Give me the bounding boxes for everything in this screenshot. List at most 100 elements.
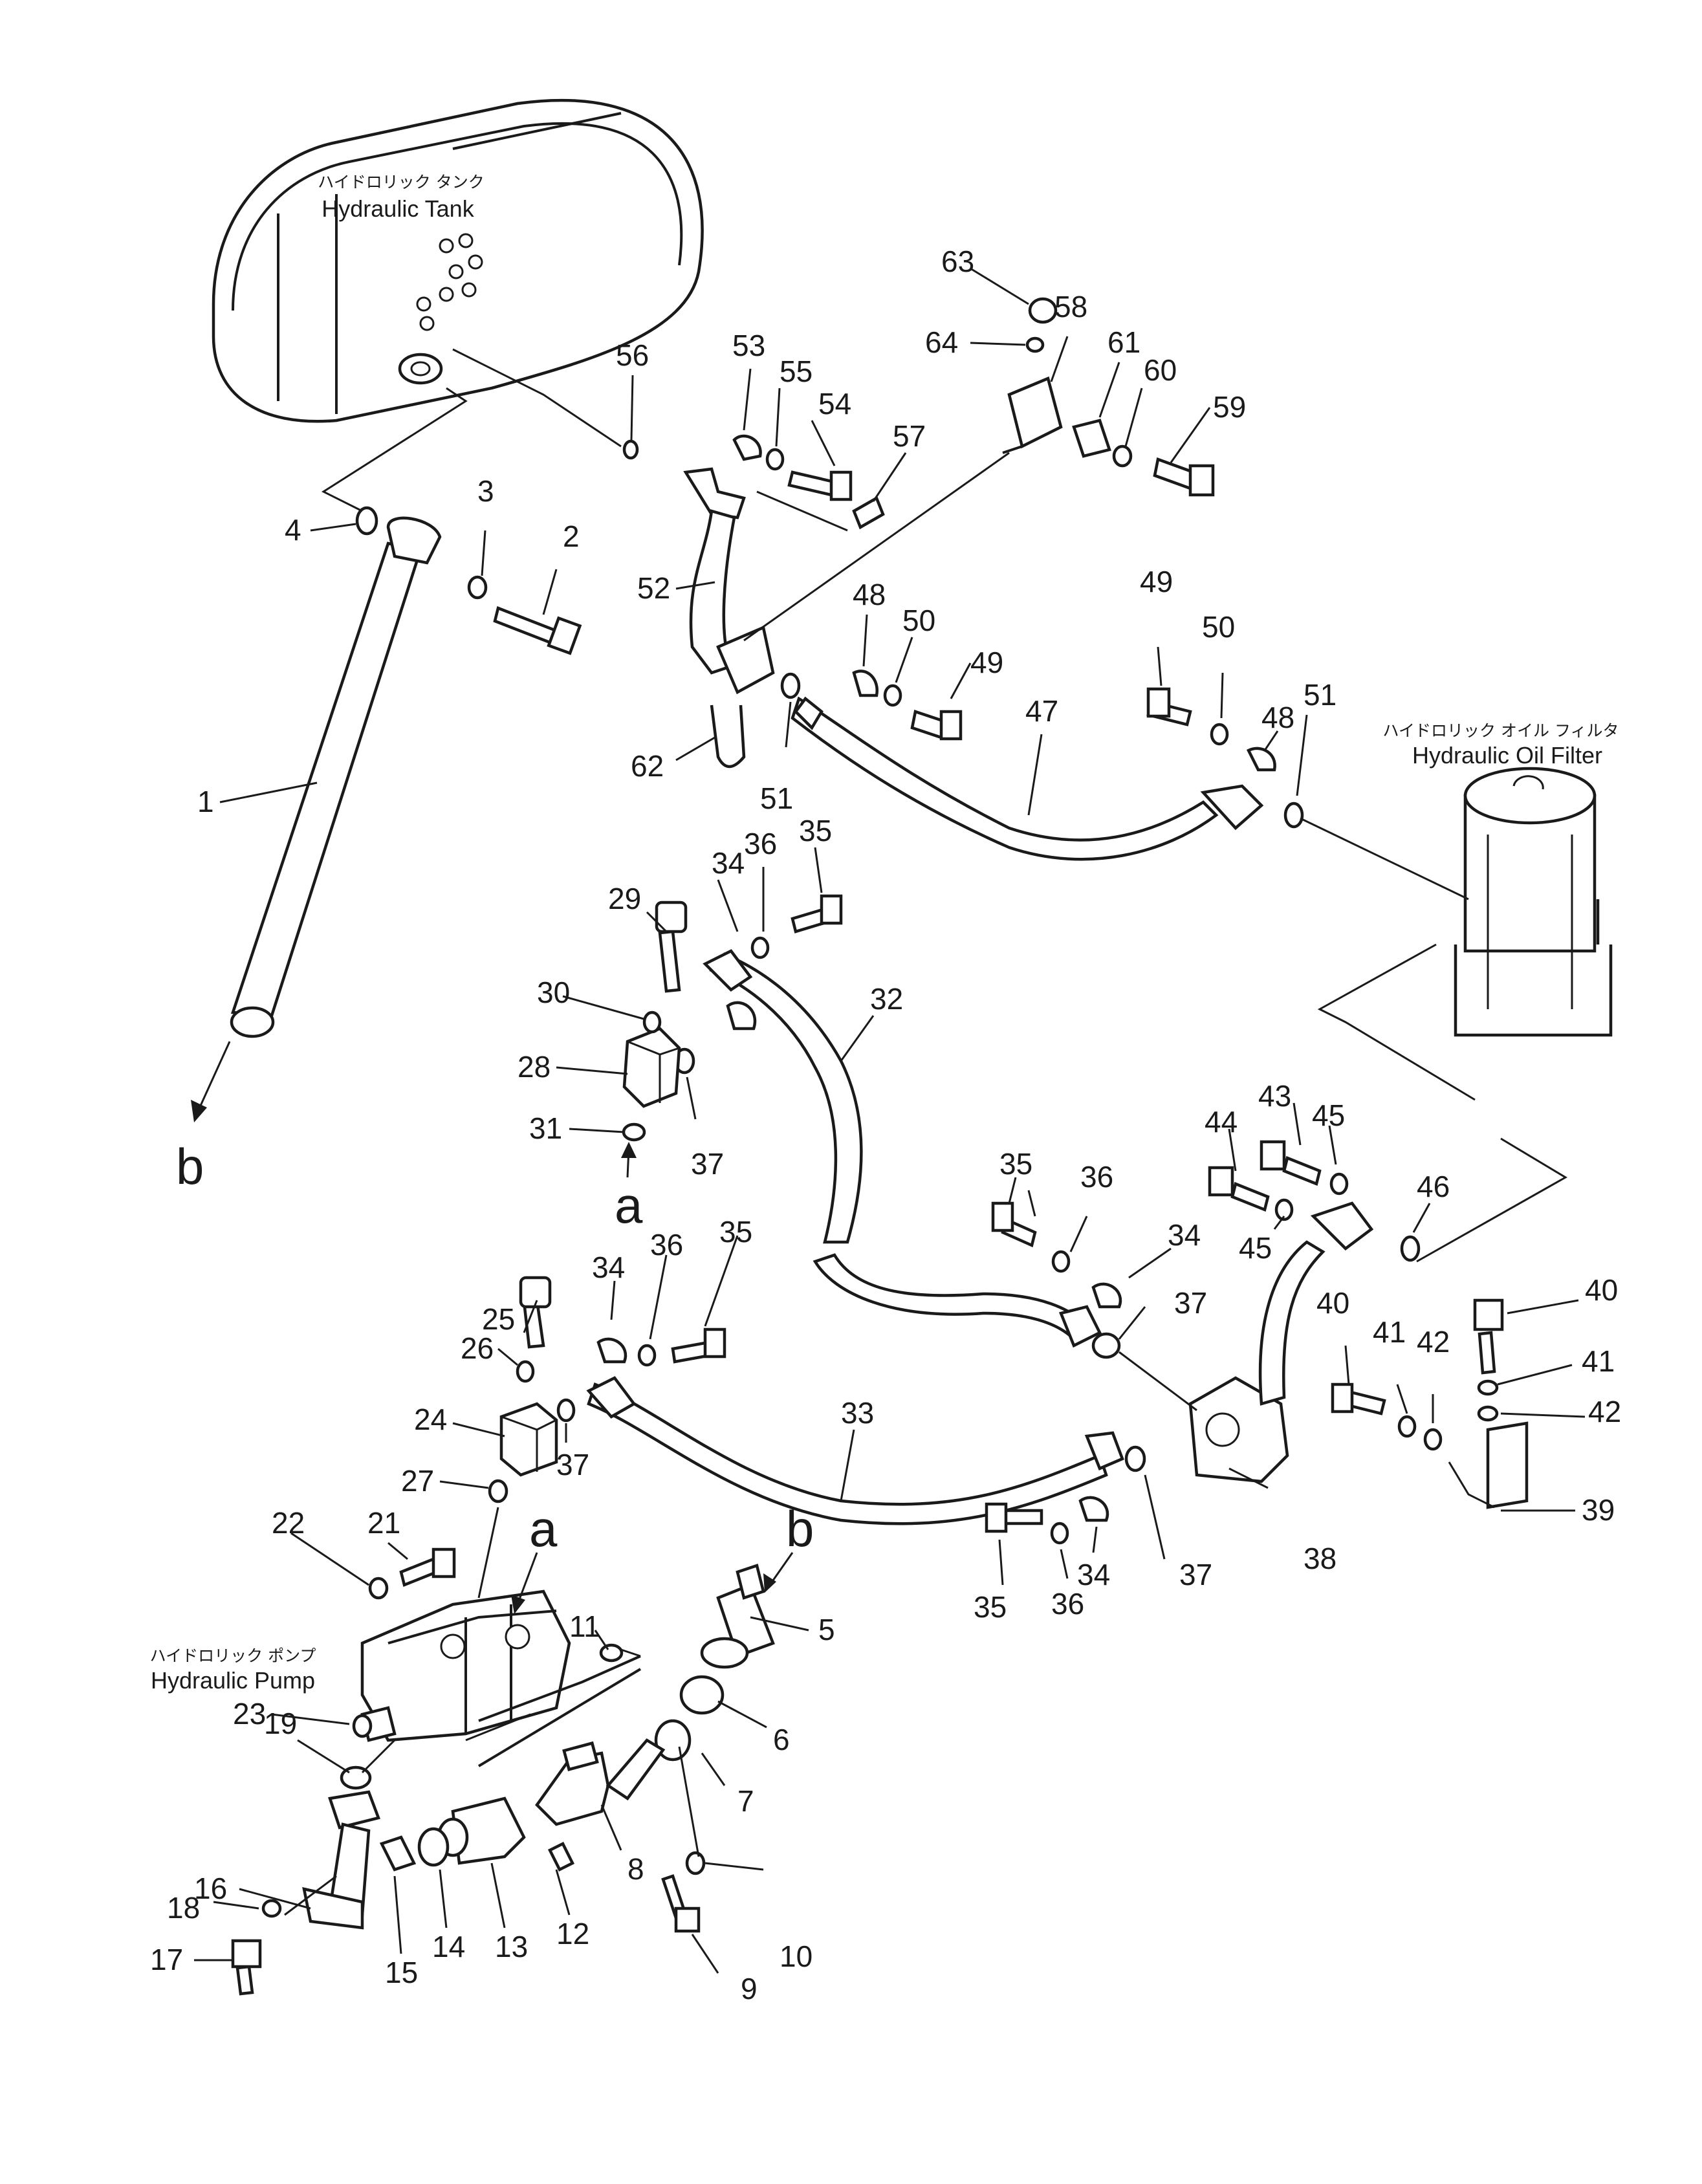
part-label-41-a: 41 [1582, 1344, 1615, 1378]
part-label-48-a: 48 [853, 578, 886, 611]
part-label-9: 9 [741, 1972, 758, 2005]
assembly-lines [284, 348, 1567, 1916]
part-label-42-a: 42 [1588, 1395, 1621, 1428]
part-label-55: 55 [780, 355, 813, 388]
part-label-32: 32 [870, 982, 903, 1016]
part-label-36-d: 36 [1051, 1587, 1084, 1621]
part-label-37-b: 37 [1174, 1286, 1207, 1320]
part-number-labels: 1 2 3 4 5 6 7 8 9 10 11 12 13 14 15 16 1… [150, 245, 1621, 2005]
part-label-16: 16 [194, 1872, 227, 1905]
part-label-40-b: 40 [1316, 1286, 1349, 1320]
part-label-38: 38 [1304, 1542, 1337, 1575]
part-label-33: 33 [841, 1396, 874, 1430]
part-label-35-d: 35 [974, 1590, 1007, 1624]
part-label-26: 26 [461, 1331, 494, 1365]
part-label-35-c: 35 [719, 1215, 752, 1249]
part-label-25: 25 [482, 1302, 515, 1336]
part-label-8: 8 [627, 1852, 644, 1886]
part-label-61: 61 [1107, 325, 1140, 359]
parts [230, 297, 1529, 1996]
connection-markers: b a a b [176, 1041, 814, 1614]
pump-label-en: Hydraulic Pump [151, 1667, 315, 1694]
tank-label-en: Hydraulic Tank [322, 195, 474, 222]
part-label-41-b: 41 [1373, 1315, 1406, 1349]
connection-letter-a-upper: a [615, 1177, 643, 1234]
hydraulic-tank: ハイドロリック タンク Hydraulic Tank [212, 98, 704, 423]
part-label-59: 59 [1213, 390, 1246, 424]
part-label-34-b: 34 [1168, 1218, 1201, 1252]
part-label-4: 4 [285, 513, 301, 547]
part-label-21: 21 [367, 1506, 400, 1540]
connection-letter-a-pump: a [529, 1500, 558, 1557]
part-label-34-d: 34 [1077, 1558, 1110, 1591]
connection-letter-b-tank: b [176, 1138, 204, 1195]
part-label-14: 14 [432, 1930, 465, 1963]
part-label-12: 12 [556, 1917, 589, 1950]
part-label-44: 44 [1205, 1105, 1238, 1139]
part-label-49-b: 49 [970, 646, 1003, 679]
part-label-36-a: 36 [744, 827, 777, 860]
part-label-24: 24 [414, 1403, 447, 1436]
part-label-35-b: 35 [999, 1147, 1032, 1181]
part-label-43: 43 [1258, 1079, 1291, 1113]
part-label-11: 11 [569, 1610, 600, 1643]
part-label-45-a: 45 [1312, 1098, 1345, 1132]
part-label-47: 47 [1025, 694, 1058, 728]
part-label-48-b: 48 [1261, 701, 1294, 734]
part-label-54: 54 [818, 387, 851, 420]
part-label-49-a: 49 [1140, 565, 1173, 598]
part-label-50-b: 50 [1202, 610, 1235, 644]
part-label-10: 10 [780, 1939, 813, 1973]
part-label-53: 53 [732, 329, 765, 362]
part-label-63: 63 [941, 245, 974, 278]
part-label-3: 3 [477, 474, 494, 508]
part-label-37-d: 37 [1179, 1558, 1212, 1591]
part-label-1: 1 [197, 785, 214, 818]
part-label-15: 15 [385, 1956, 418, 1989]
part-label-23: 23 [233, 1697, 266, 1731]
part-label-39: 39 [1582, 1493, 1615, 1527]
part-label-57: 57 [893, 419, 926, 453]
hydraulic-oil-filter: ハイドロリック オイル フィルタ Hydraulic Oil Filter [1383, 721, 1619, 1037]
part-label-60: 60 [1144, 353, 1177, 387]
part-label-35-a: 35 [799, 814, 832, 847]
part-label-51-a: 51 [760, 781, 793, 815]
part-label-51-b: 51 [1304, 678, 1337, 712]
part-label-6: 6 [773, 1723, 790, 1756]
part-label-34-a: 34 [712, 846, 745, 880]
part-label-64: 64 [925, 325, 958, 359]
part-label-27: 27 [401, 1464, 434, 1498]
tank-port-holes [416, 233, 483, 331]
part-label-46: 46 [1417, 1170, 1450, 1203]
part-label-18: 18 [167, 1891, 200, 1925]
part-label-29: 29 [608, 882, 641, 915]
part-label-56: 56 [616, 338, 649, 372]
part-label-2: 2 [563, 519, 580, 553]
part-label-19: 19 [264, 1707, 297, 1740]
part-label-45-b: 45 [1239, 1231, 1272, 1265]
part-label-34-c: 34 [592, 1250, 625, 1284]
part-label-50-a: 50 [902, 604, 935, 637]
part-label-58: 58 [1054, 290, 1087, 323]
part-label-7: 7 [737, 1784, 754, 1818]
part-label-30: 30 [537, 976, 570, 1009]
part-label-22: 22 [272, 1506, 305, 1540]
filter-label-en: Hydraulic Oil Filter [1412, 742, 1602, 769]
part-label-17: 17 [150, 1943, 183, 1976]
hydraulic-pump: ハイドロリック ポンプ Hydraulic Pump [150, 1589, 642, 1767]
part-label-37-a: 37 [691, 1147, 724, 1181]
part-label-52: 52 [637, 571, 670, 605]
part-label-40-a: 40 [1585, 1273, 1618, 1307]
part-label-42-b: 42 [1417, 1325, 1450, 1359]
part-label-13: 13 [495, 1930, 528, 1963]
connection-letter-b-pump: b [786, 1500, 814, 1557]
filter-label-jp: ハイドロリック オイル フィルタ [1383, 721, 1619, 740]
part-label-36-c: 36 [650, 1228, 683, 1261]
leader-lines [194, 267, 1586, 1974]
pump-label-jp: ハイドロリック ポンプ [150, 1646, 316, 1665]
part-label-36-b: 36 [1080, 1160, 1113, 1194]
part-label-37-c: 37 [556, 1448, 589, 1481]
part-label-62: 62 [631, 749, 664, 783]
tank-label-jp: ハイドロリック タンク [318, 173, 484, 191]
